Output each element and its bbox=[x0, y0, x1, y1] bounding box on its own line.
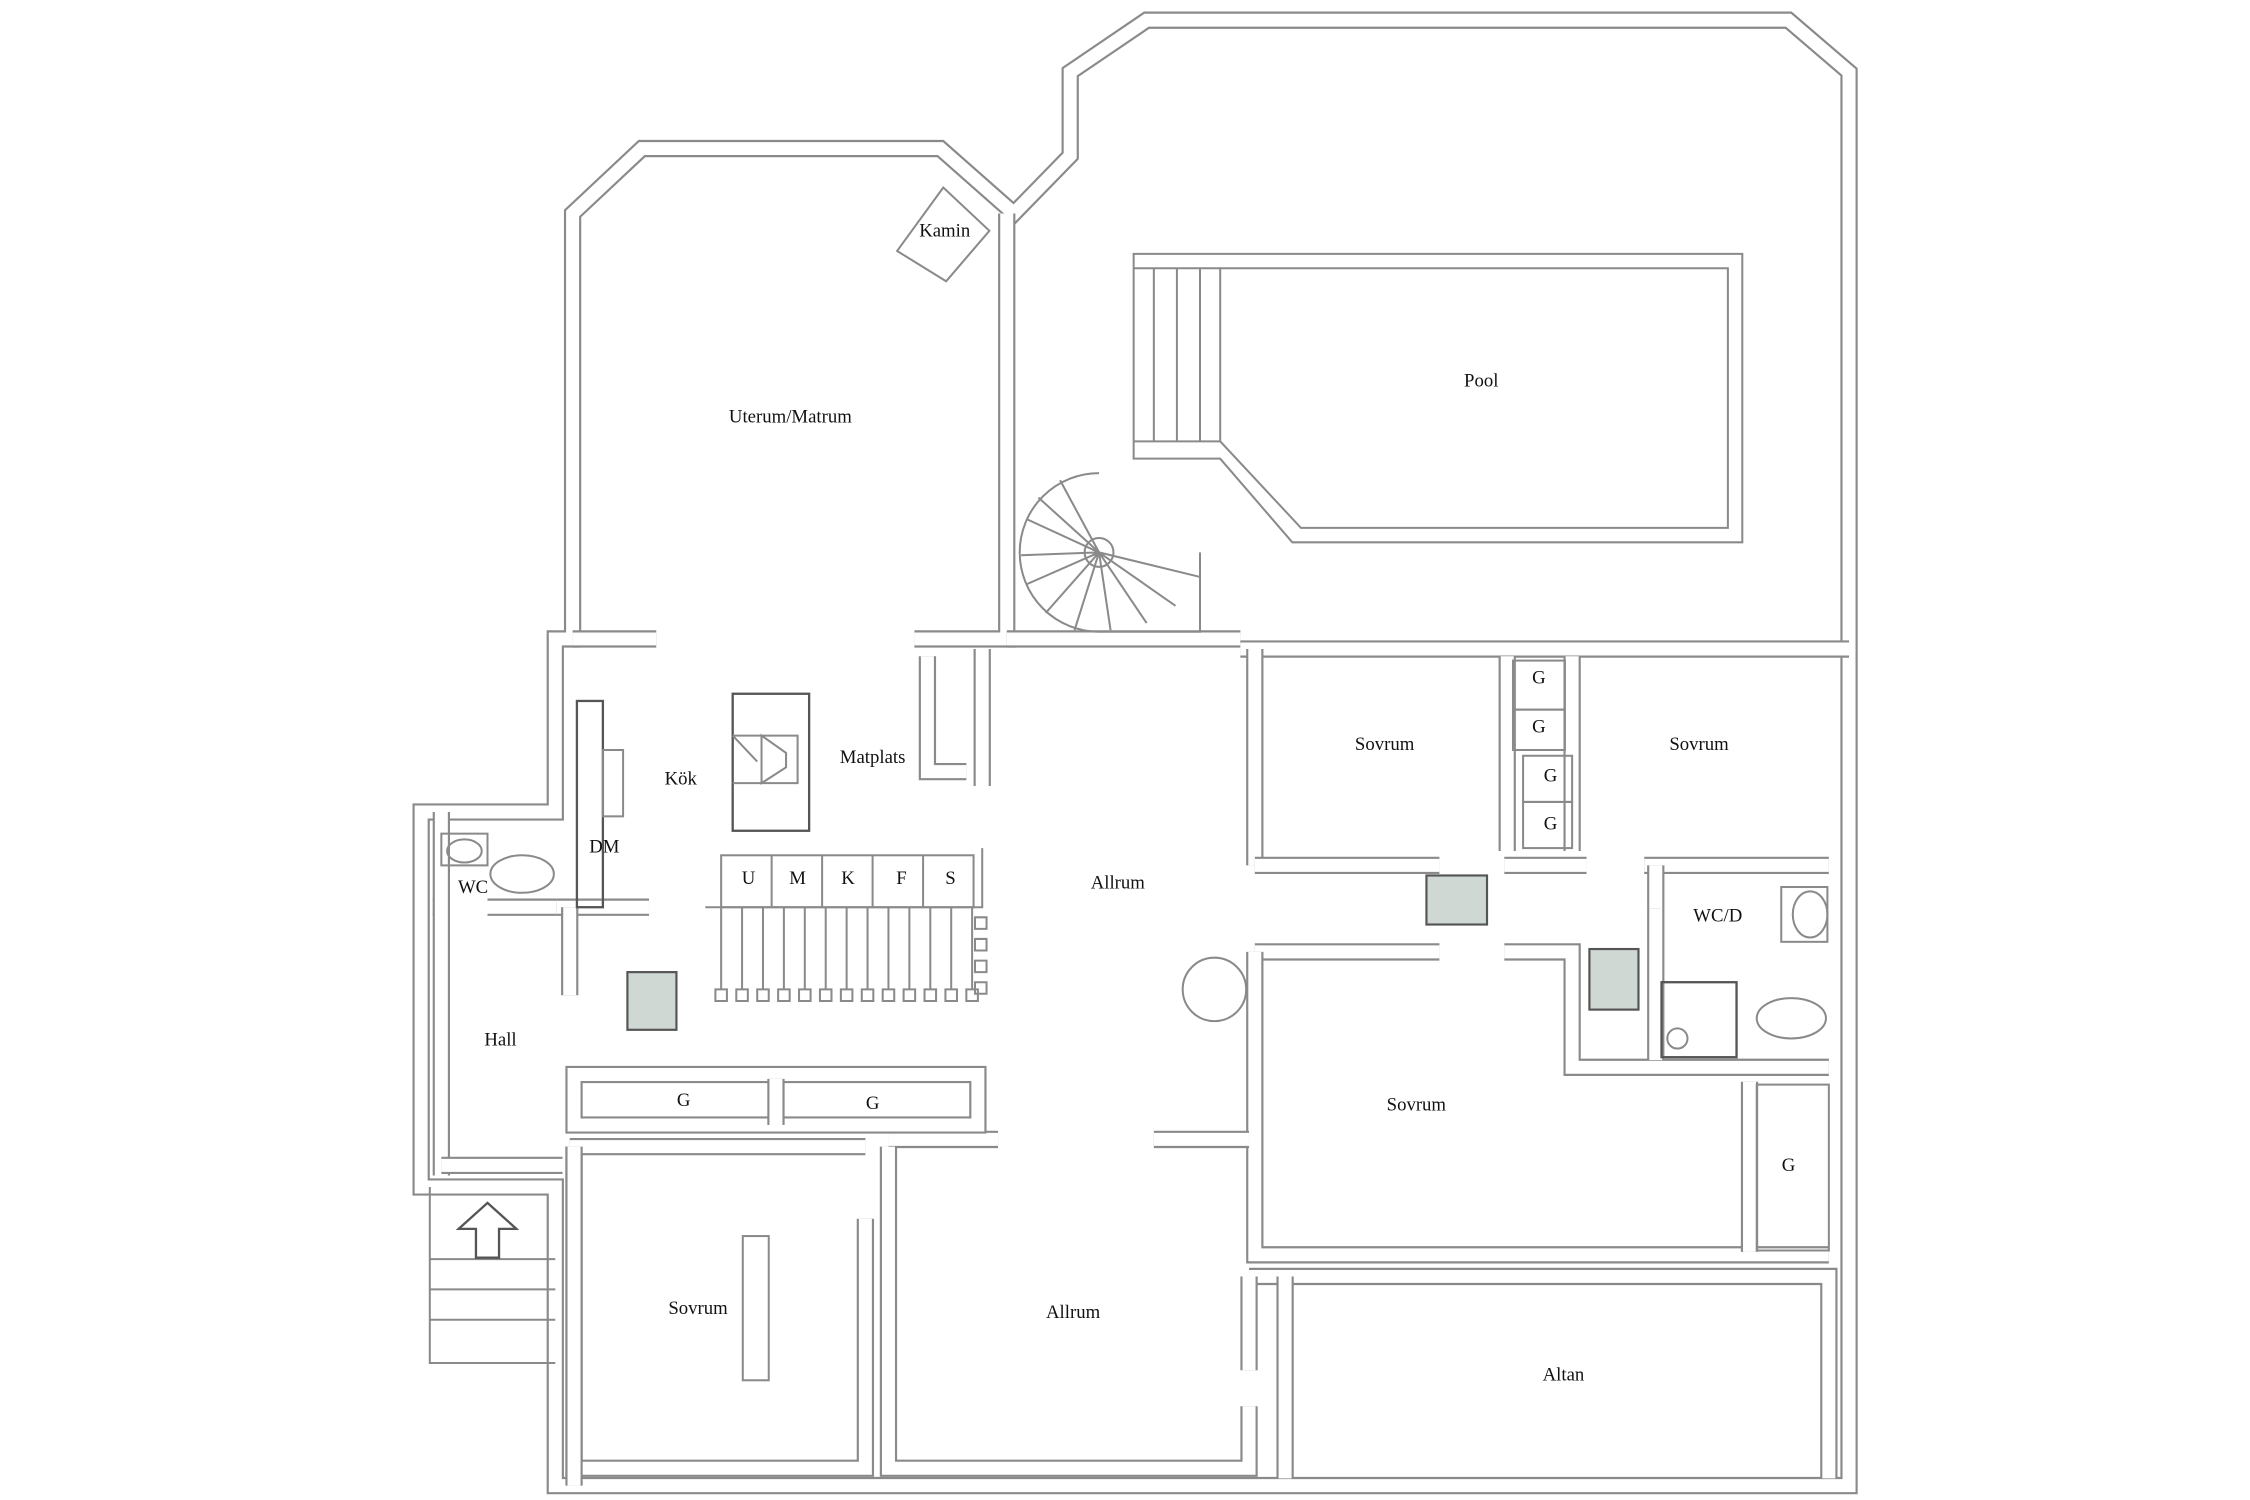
wall bbox=[1248, 951, 1829, 1262]
room-label: G bbox=[1782, 1155, 1796, 1176]
wall bbox=[1504, 943, 1829, 1076]
room-label: G bbox=[1532, 668, 1546, 689]
closet bbox=[1511, 708, 1566, 752]
wall bbox=[914, 213, 1014, 646]
room-label: K bbox=[841, 868, 855, 889]
room-label: Altan bbox=[1543, 1364, 1585, 1385]
entrance-steps bbox=[428, 1187, 556, 1364]
wall bbox=[414, 13, 1856, 1493]
vents bbox=[626, 874, 1640, 1031]
wall bbox=[914, 213, 1016, 648]
stairs bbox=[705, 848, 988, 1002]
room-label: Sovrum bbox=[668, 1298, 728, 1319]
round-table bbox=[1181, 956, 1248, 1023]
room-label: M bbox=[789, 868, 806, 889]
closet bbox=[1755, 1083, 1830, 1252]
spiral-staircase bbox=[1018, 472, 1202, 633]
room-label: Allrum bbox=[1046, 1302, 1101, 1323]
wall bbox=[881, 1146, 1256, 1475]
kitchen-counter bbox=[575, 692, 811, 909]
room-label: Matplats bbox=[840, 747, 906, 768]
room-label: Kök bbox=[665, 769, 698, 790]
room-label: Pool bbox=[1464, 371, 1498, 392]
room-label: WC/D bbox=[1693, 906, 1742, 927]
room-label: S bbox=[945, 868, 955, 889]
room-label: G bbox=[866, 1093, 880, 1114]
toilets-sinks bbox=[440, 832, 1829, 1059]
room-label: Sovrum bbox=[1387, 1095, 1447, 1116]
room-label: G bbox=[1544, 766, 1558, 787]
entrance-arrow-icon bbox=[455, 1201, 520, 1259]
room-label: G bbox=[1532, 717, 1546, 738]
fireplace bbox=[895, 185, 991, 283]
room-label: G bbox=[677, 1090, 691, 1111]
wall bbox=[1504, 945, 1829, 1074]
room-label: Kamin bbox=[919, 221, 971, 242]
room-label: Uterum/Matrum bbox=[729, 407, 852, 428]
walls bbox=[412, 11, 1858, 1495]
wall bbox=[412, 11, 1858, 1495]
room-label: F bbox=[896, 868, 906, 889]
wall bbox=[567, 1068, 985, 1132]
room-label: DM bbox=[589, 836, 620, 857]
wall bbox=[1249, 1269, 1836, 1479]
room-label: Sovrum bbox=[1669, 734, 1729, 755]
bed bbox=[741, 1235, 770, 1382]
wall bbox=[1249, 1267, 1838, 1479]
pool bbox=[1132, 252, 1744, 544]
room-label: WC bbox=[458, 877, 488, 898]
room-label: Hall bbox=[484, 1030, 516, 1051]
room-label: Sovrum bbox=[1355, 734, 1415, 755]
room-label: Allrum bbox=[1091, 872, 1146, 893]
closet bbox=[1522, 800, 1574, 850]
wall bbox=[920, 656, 967, 779]
room-label: G bbox=[1544, 813, 1558, 834]
room-label: U bbox=[742, 868, 756, 889]
